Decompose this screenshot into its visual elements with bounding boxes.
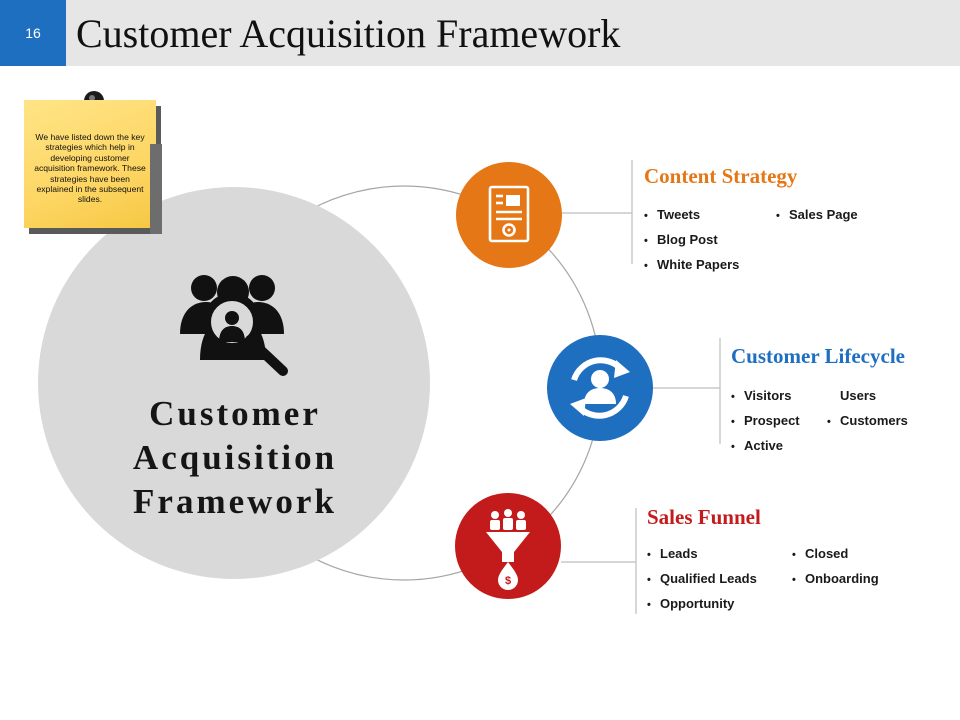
list-item: •Prospect — [731, 413, 800, 428]
list-item: •Tweets — [644, 207, 701, 222]
center-circle — [38, 187, 430, 579]
list-item: •Customers — [827, 413, 908, 428]
sticky-note-shadow — [150, 144, 162, 234]
center-label-line-2: Acquisition — [132, 438, 338, 477]
list-item: •White Papers — [644, 257, 740, 272]
slide-title: Customer Acquisition Framework — [76, 11, 621, 56]
center-label: Customer Acquisition Framework — [90, 392, 380, 524]
list-item: •Visitors — [731, 388, 792, 403]
sticky-note-text: We have listed down the key strategies w… — [34, 132, 146, 205]
center-label-line-3: Framework — [133, 482, 337, 521]
list-item: •Onboarding — [792, 571, 879, 586]
list-item: •Active — [731, 438, 784, 453]
document-gear-icon — [488, 185, 530, 243]
list-item: •Blog Post — [644, 232, 718, 247]
list-item: •Qualified Leads — [647, 571, 757, 586]
customer-lifecycle-heading: Customer Lifecycle — [731, 344, 905, 368]
sales-funnel-heading: Sales Funnel — [647, 505, 761, 529]
list-item: •Closed — [792, 546, 849, 561]
user-cycle-icon — [570, 357, 630, 419]
svg-text:$: $ — [505, 575, 511, 587]
list-item: •Sales Page — [776, 207, 858, 222]
funnel-dollar-icon: $ — [486, 509, 530, 590]
sticky-note: We have listed down the key strategies w… — [24, 100, 162, 234]
content-strategy-heading: Content Strategy — [644, 164, 798, 188]
header-bar — [0, 0, 960, 66]
people-search-icon — [180, 275, 288, 376]
list-item: •Leads — [647, 546, 698, 561]
center-label-line-1: Customer — [149, 394, 321, 433]
list-item: Users — [840, 388, 877, 403]
list-item: •Opportunity — [647, 596, 735, 611]
content-strategy-node — [456, 162, 562, 268]
slide-number: 16 — [0, 0, 66, 66]
